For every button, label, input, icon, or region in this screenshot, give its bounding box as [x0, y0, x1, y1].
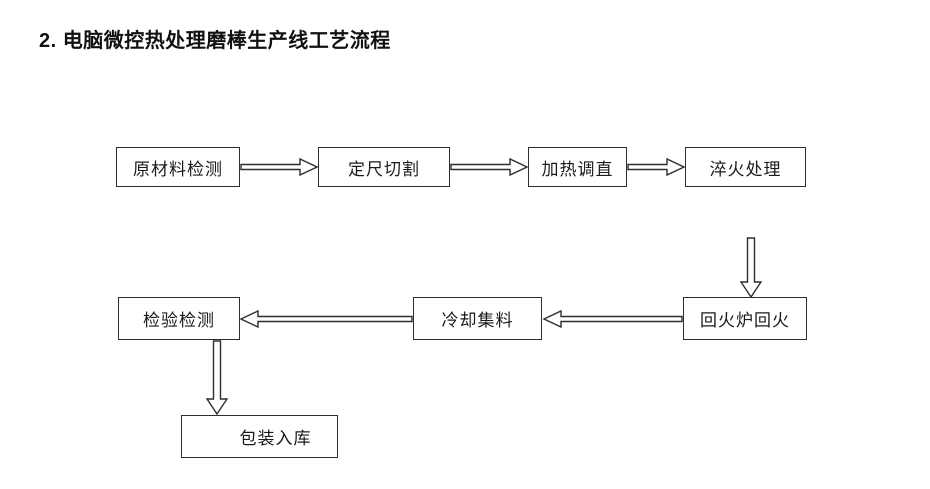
arrow-raw-to-cut-icon — [240, 157, 319, 177]
flow-node-heating-straightening: 加热调直 — [528, 147, 627, 187]
flow-node-tempering-furnace: 回火炉回火 — [683, 297, 807, 340]
arrow-inspect-to-pack-icon — [205, 340, 229, 416]
flow-node-fixed-length-cutting: 定尺切割 — [318, 147, 450, 187]
arrow-quench-to-temper-icon — [739, 237, 763, 299]
flow-node-packing-warehousing: 包装入库 — [181, 415, 338, 458]
flow-node-quenching-treatment: 淬火处理 — [685, 147, 806, 187]
arrow-cool-to-inspect-icon — [239, 309, 413, 329]
arrow-temper-to-cool-icon — [542, 309, 683, 329]
flow-node-cooling-collection: 冷却集料 — [413, 297, 542, 340]
flow-node-raw-material-inspection: 原材料检测 — [116, 147, 240, 187]
arrow-cut-to-heat-icon — [450, 157, 529, 177]
flow-node-inspection-testing: 检验检测 — [118, 297, 240, 340]
page-title: 2. 电脑微控热处理磨棒生产线工艺流程 — [39, 30, 391, 52]
arrow-heat-to-quench-icon — [627, 157, 686, 177]
